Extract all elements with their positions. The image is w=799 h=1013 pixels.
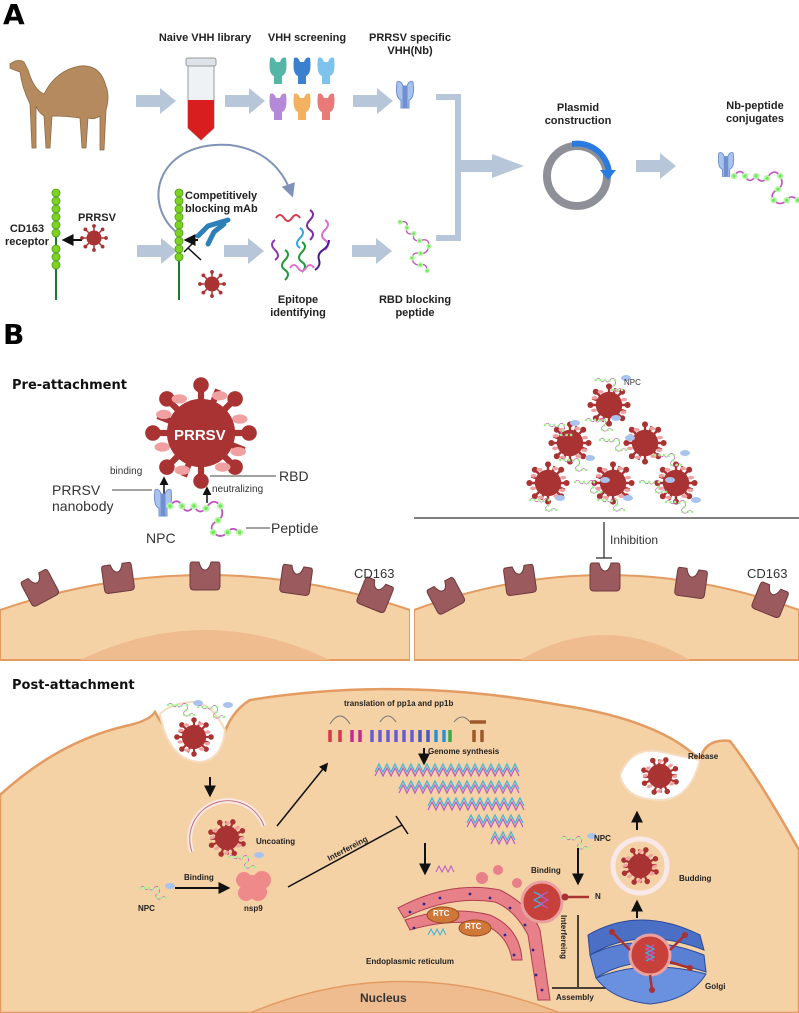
virus-icon [79,223,109,253]
rna-strands-icon [374,762,525,846]
nsp9-label: nsp9 [244,904,263,913]
prrsv-label: PRRSV [78,212,116,224]
cd163-label: CD163 [354,566,395,581]
cd163-receptor-label: CD163 receptor [4,223,50,248]
n-protein-icon [561,893,589,901]
interfering-vertical-label: Interfereing [559,915,568,960]
aggregate-npc-label: NPC [624,378,641,387]
vhh-screening-icon [269,57,335,120]
nanobody-label: PRRSV nanobody [52,482,114,514]
binding-label: binding [110,466,143,477]
release-label: Release [688,752,719,761]
rtc-label-1: RTC [433,909,450,918]
uncoating-label: Uncoating [256,837,296,846]
npc-right-label: NPC [594,834,611,843]
plasmid-icon [543,140,616,210]
panel-a-label: A [3,0,25,31]
nb-peptide-conjugate-icon [717,152,799,205]
npc-left-label: NPC [138,904,155,913]
plasmid-construction-label: Plasmid construction [544,102,612,127]
test-tube-icon [185,57,217,141]
genome-synthesis-label: Genome synthesis [428,747,500,756]
rtc-label-2: RTC [465,922,482,931]
rtc-complex-icon [426,906,492,937]
competitive-mab-label: Competitively blocking mAb [185,190,258,215]
cd163-icon [278,563,314,597]
peptide-label: Peptide [271,520,319,536]
cd163-icon [100,561,136,595]
golgi-label: Golgi [705,982,726,991]
epitope-identifying-label: Epitope identifying [270,294,326,319]
virus-icon [622,420,668,466]
budding-label: Budding [679,874,712,883]
vhh-antibody-icon [396,81,414,109]
pre-attachment-title: Pre-attachment [12,378,127,393]
cd163-receptor-icon [51,188,61,300]
golgi-icon [587,919,707,1005]
peptide-chain-icon [383,217,445,275]
er-label: Endoplasmic reticulum [366,957,455,966]
pp1a-pp1b-protein-icon [328,715,486,742]
nsp9-protein-icon [236,871,271,901]
virus-icon [173,716,215,758]
rbd-label: RBD [279,468,309,484]
nb-peptide-conjugates-label: Nb-peptide conjugates [725,100,785,125]
vhh-screening-label: VHH screening [267,32,347,44]
epitope-fragments-icon [271,209,330,281]
cd163-icon [502,563,538,597]
npc-label: NPC [146,530,176,546]
nucleus-label: Nucleus [360,991,407,1005]
neutralizing-label: neutralizing [212,484,264,495]
rbd-blocking-peptide-label: RBD blocking peptide [378,294,452,319]
cd163-icon [673,566,709,600]
virus-label: PRRSV [174,427,226,444]
cd163-receptor-blocked-icon [174,188,184,300]
camel-icon [9,60,109,151]
cd163-icon [189,561,221,591]
virus-aggregate [525,375,701,513]
binding-left-label: Binding [184,873,214,882]
assembly-label: Assembly [556,993,594,1002]
cd163-icon [589,562,621,592]
post-attachment-title: Post-attachment [12,678,135,693]
n-protein-label: N [595,892,601,901]
virus-icon [197,269,227,299]
naive-library-label: Naive VHH library [158,32,252,44]
specific-vhh-label: PRRSV specific VHH(Nb) [369,32,451,57]
virus-icon [653,460,699,506]
monoclonal-antibody-icon [195,217,231,247]
panel-b-label: B [3,318,25,351]
peptide-icon [166,500,244,537]
cd163-label-right: CD163 [747,566,788,581]
inhibition-label: Inhibition [610,533,659,547]
cell-membrane-left [0,574,411,661]
binding-right-label: Binding [531,866,561,875]
nucleocapsid-icon [520,880,564,924]
translation-label: translation of pp1a and pp1b [344,699,454,708]
